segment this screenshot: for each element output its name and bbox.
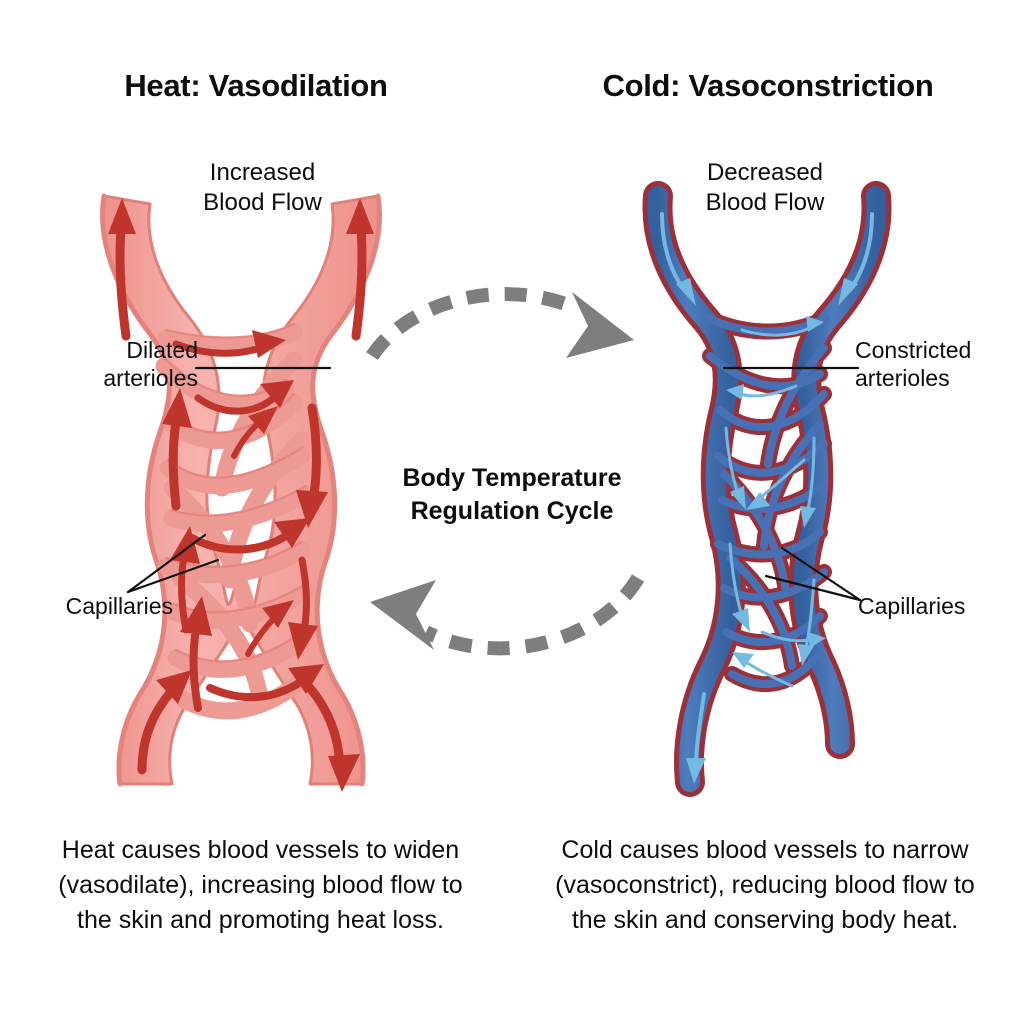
label-capillaries-right: Capillaries xyxy=(858,593,966,619)
leader-capillaries-right-b xyxy=(764,574,862,602)
label-capillaries-left: Capillaries xyxy=(65,593,173,619)
panel-title-heat: Heat: Vasodilation xyxy=(124,68,388,103)
label-constricted-arterioles: Constricted arterioles xyxy=(855,337,972,391)
label-dilated-arterioles: Dilated arterioles xyxy=(103,337,198,391)
vessel-illustration-constricted xyxy=(642,181,892,797)
vessel-illustration-dilated xyxy=(100,193,382,792)
panel-title-cold: Cold: Vasoconstriction xyxy=(602,68,934,103)
flow-arrows-constricted xyxy=(660,212,874,784)
caption-heat: Heat causes blood vessels to widen (vaso… xyxy=(58,836,463,934)
cycle-arrow-left-icon xyxy=(370,574,645,656)
caption-cold: Cold causes blood vessels to narrow (vas… xyxy=(555,836,975,934)
leader-capillaries-right-a xyxy=(126,558,220,594)
flow-label-increased: Increased Blood Flow xyxy=(203,159,322,216)
leader-capillaries-left-a xyxy=(126,533,207,594)
flow-label-decreased: Decreased Blood Flow xyxy=(705,159,825,216)
leader-capillaries-left-b xyxy=(780,546,862,602)
cycle-caption: Body Temperature Regulation Cycle xyxy=(402,464,622,525)
cycle-arrow-right-icon xyxy=(366,287,634,361)
flow-arrows-dilated xyxy=(108,198,374,792)
cycle-arrows xyxy=(366,287,645,656)
